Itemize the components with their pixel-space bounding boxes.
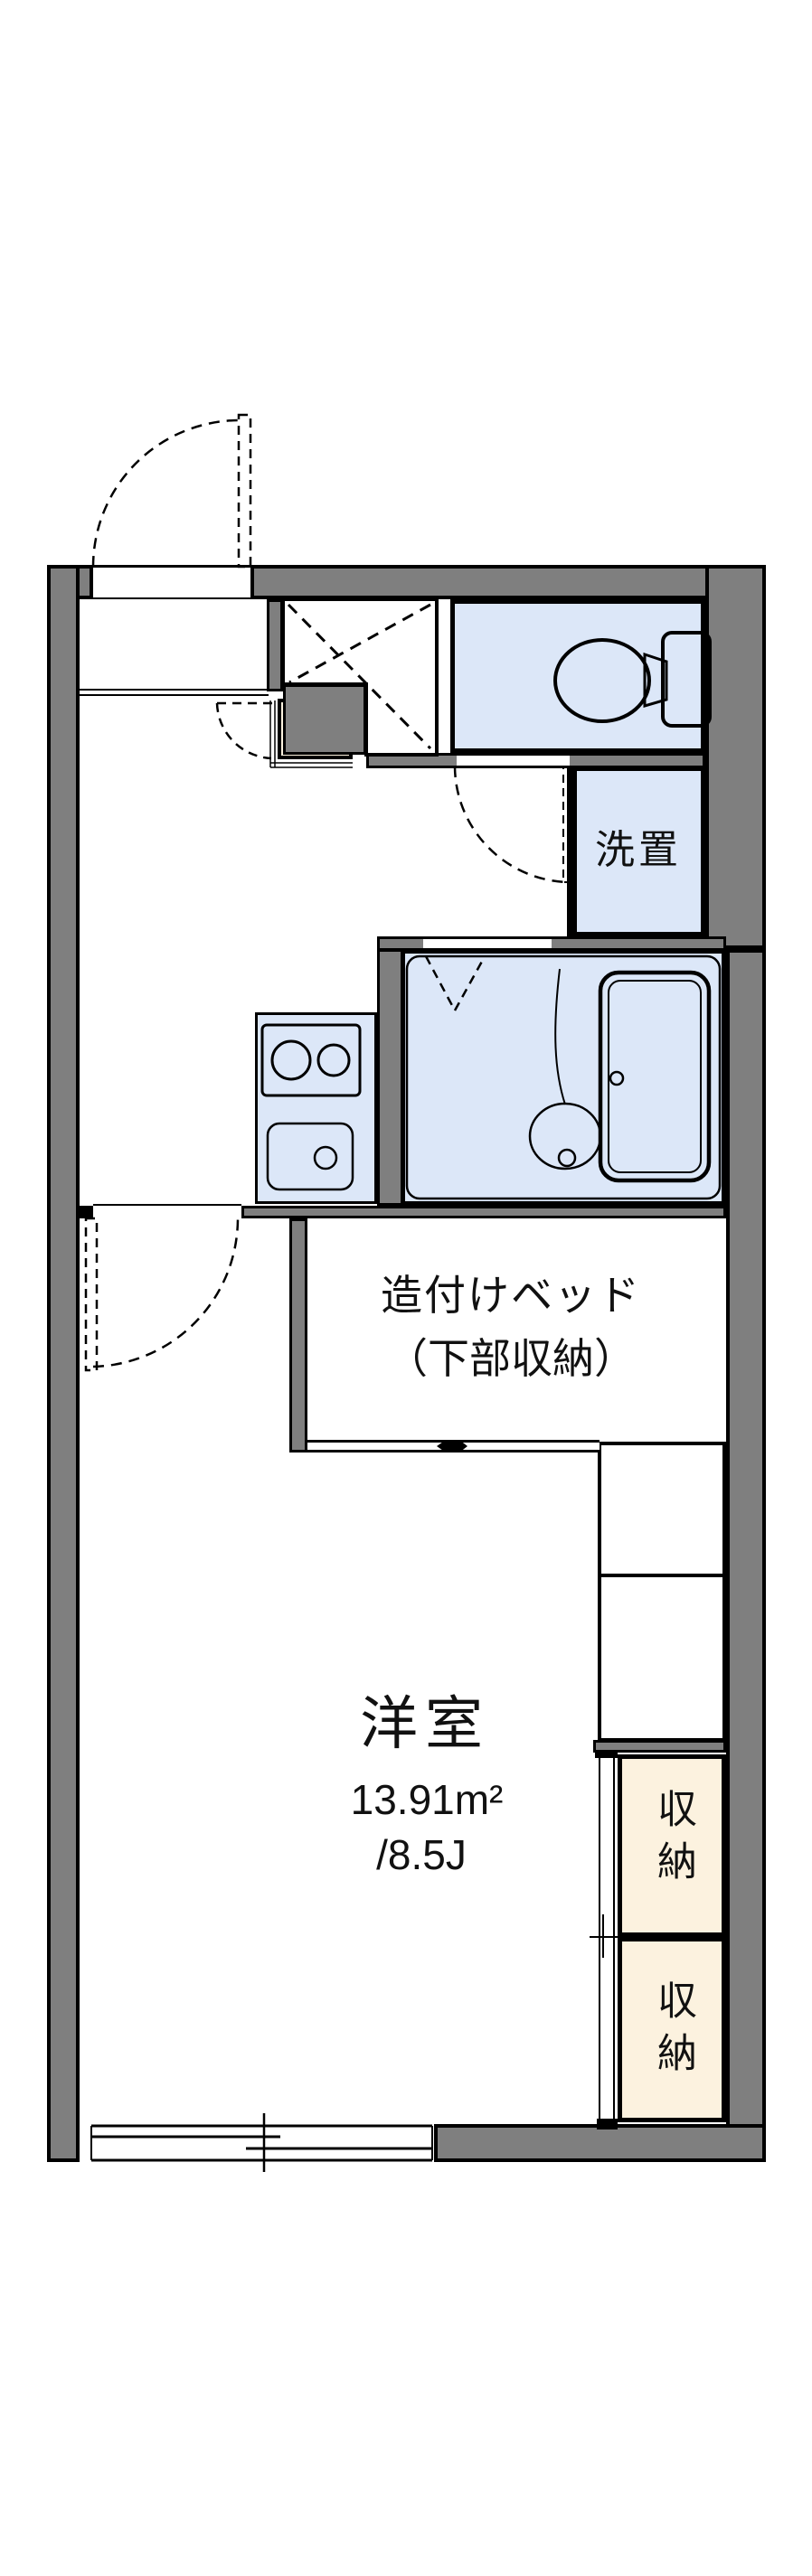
bath-left-wall — [377, 949, 403, 1206]
entrance-door-arc-icon — [91, 413, 252, 569]
top-wall-right — [250, 565, 766, 599]
refrigerator-space — [598, 1442, 726, 1577]
cabinet-notch-wall — [283, 684, 366, 755]
entrance-opening — [93, 565, 250, 599]
kitchen-unit — [255, 1012, 377, 1204]
laundry-room — [572, 766, 705, 936]
counter-space — [598, 1577, 726, 1742]
bath-opening — [423, 937, 552, 950]
bed-label-line2: （下部収納） — [386, 1335, 636, 1382]
closet-track-end-top — [595, 1751, 618, 1758]
laundry-left-wall — [567, 766, 572, 938]
closet-track-end-bottom — [597, 2119, 618, 2129]
left-wall — [47, 565, 80, 2162]
sliding-window-icon — [90, 2113, 433, 2172]
closet-lower-label: 収納 — [651, 1979, 695, 2084]
bed-top-wall — [241, 1206, 726, 1218]
closet-upper — [618, 1754, 726, 1937]
toilet-room — [450, 599, 705, 753]
room-door-arc-icon — [84, 1217, 240, 1372]
living-room-name: 洋室 — [360, 1691, 490, 1756]
bed-left-wall — [289, 1218, 307, 1453]
closet-sliding-door-icon — [590, 1756, 618, 2119]
toilet-door-arc-icon — [453, 766, 572, 884]
closet-lower — [618, 1937, 726, 2122]
room-door-stub — [77, 1206, 93, 1218]
living-room-area-sqm: 13.91m² — [350, 1776, 504, 1823]
entrance-side-wall — [267, 599, 283, 691]
bathroom — [401, 949, 726, 1206]
right-wall-upper — [705, 565, 766, 949]
right-wall-lower — [726, 949, 766, 2162]
living-room-area-jo: /8.5J — [376, 1831, 467, 1878]
closet-top-wall — [593, 1740, 726, 1753]
closet-upper-label: 収納 — [651, 1788, 695, 1893]
laundry-label: 洗置 — [595, 828, 682, 872]
toilet-opening — [457, 754, 570, 767]
entrance-step-line — [80, 689, 269, 696]
bed-base-line — [305, 1440, 600, 1453]
bed-label-line1: 造付けベッド — [381, 1272, 641, 1319]
room-opening — [93, 1204, 241, 1217]
bottom-wall — [434, 2124, 766, 2162]
